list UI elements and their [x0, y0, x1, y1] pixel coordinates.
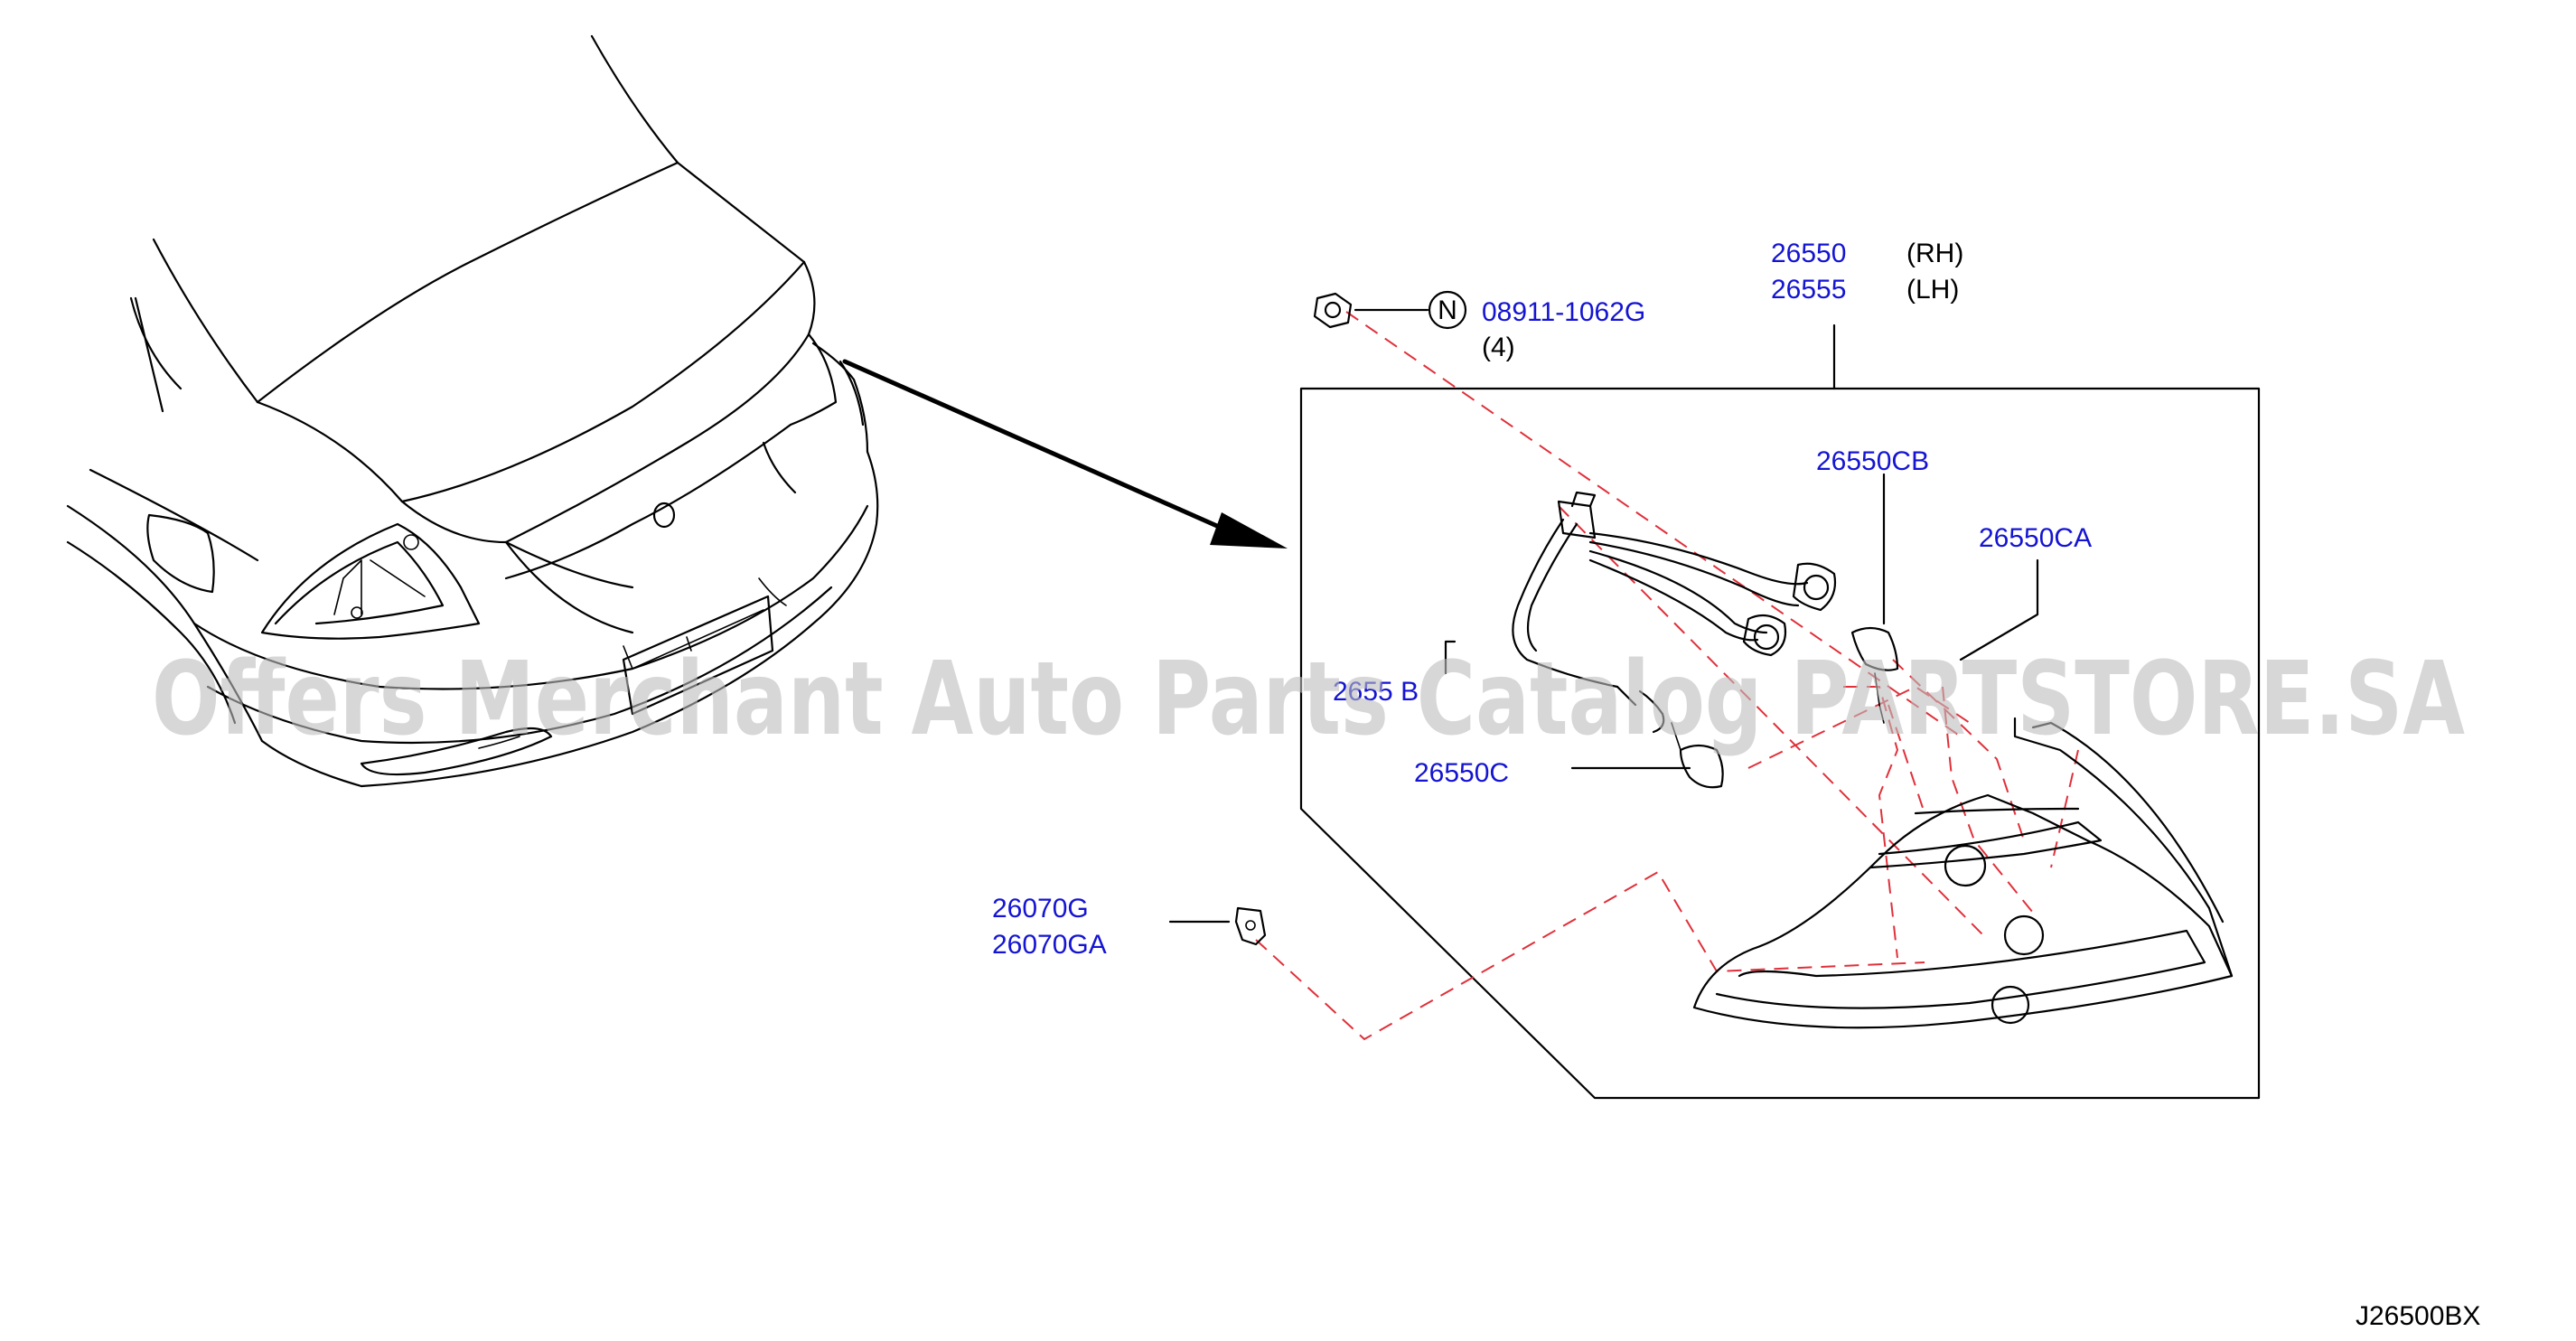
- note-n-label: N: [1438, 295, 1457, 325]
- callout-26555[interactable]: 26555: [1771, 275, 1846, 305]
- tail-lamp-lens: [1692, 717, 2234, 1029]
- watermark-text: Offers Merchant Auto Parts Catalog PARTS…: [152, 641, 2465, 758]
- leader-lines: [1168, 290, 2039, 924]
- callout-26550CA[interactable]: 26550CA: [1979, 523, 2092, 553]
- nut-icon: [1313, 292, 1353, 329]
- note-n-symbol: [1428, 290, 1467, 330]
- pointer-arrow: [842, 359, 1288, 549]
- callout-26070G[interactable]: 26070G: [992, 894, 1089, 924]
- assembly-frame: [1299, 387, 2261, 1100]
- car-rear-illustration: [66, 34, 879, 788]
- assembly-dash-lines: [1255, 311, 2079, 1041]
- side-rh: (RH): [1906, 239, 1963, 268]
- side-lh: (LH): [1906, 275, 1959, 305]
- callout-26550C[interactable]: 26550C: [1414, 758, 1509, 788]
- callout-26070GA[interactable]: 26070GA: [992, 930, 1107, 960]
- wire-harness: [1512, 491, 1899, 789]
- callout-26550[interactable]: 26550: [1771, 239, 1846, 268]
- clip-icon: [1234, 906, 1267, 946]
- callout-qty: (4): [1482, 333, 1515, 362]
- callout-08911-1062G[interactable]: 08911-1062G: [1482, 297, 1645, 327]
- callout-2655B[interactable]: 2655 B: [1333, 677, 1419, 707]
- callout-26550CB[interactable]: 26550CB: [1816, 446, 1929, 476]
- diagram-code: J26500BX: [2356, 1301, 2480, 1331]
